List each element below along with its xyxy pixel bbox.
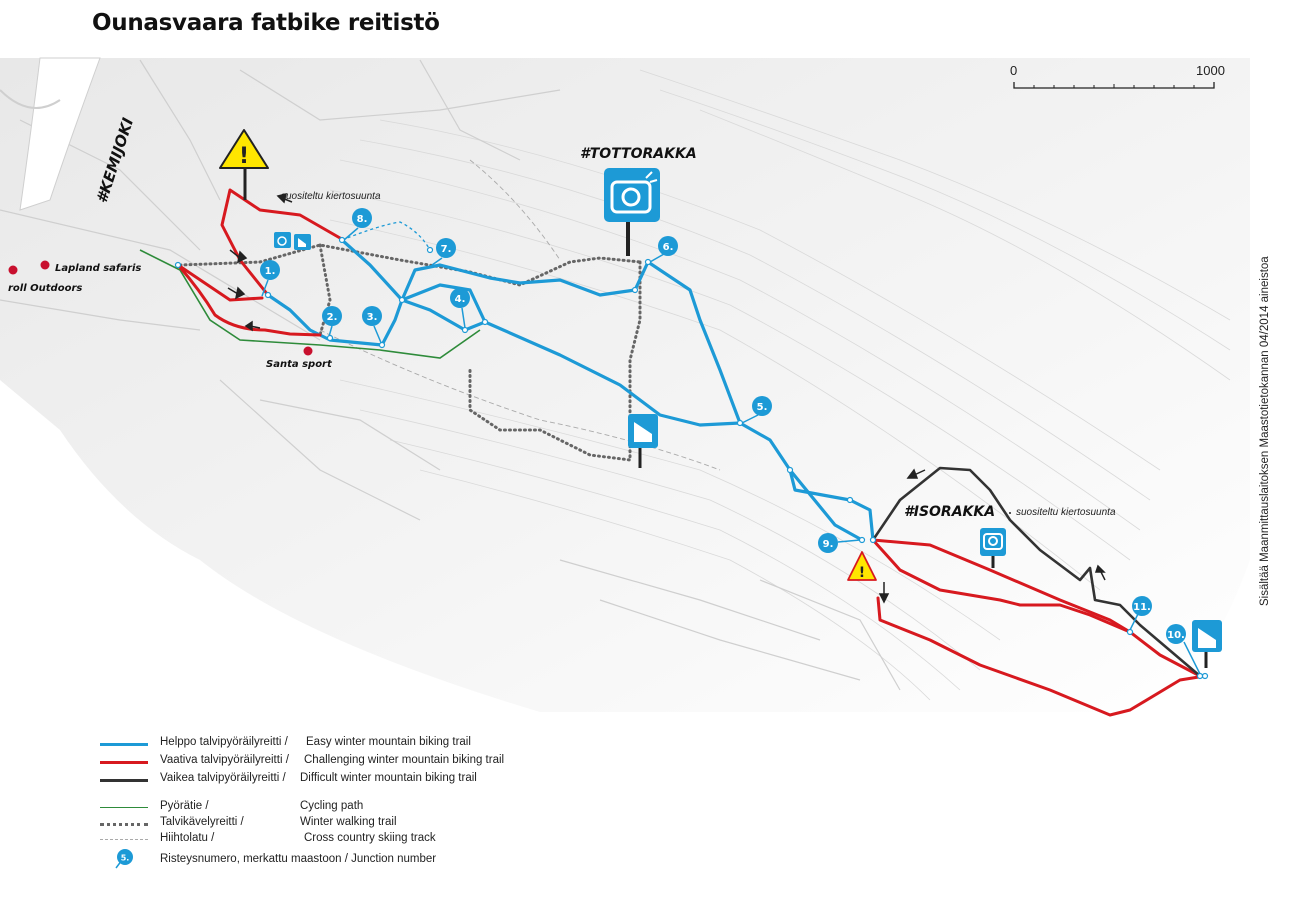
scale-max: 1000	[1196, 63, 1225, 78]
svg-text:1.: 1.	[265, 266, 276, 277]
warning-icon: !	[219, 129, 269, 200]
roll-outdoors-label: roll Outdoors	[8, 283, 82, 294]
legend-cycling-fi: Pyörätie /	[160, 800, 209, 812]
legend-swatch-cycling	[100, 807, 148, 808]
cycling-path	[139, 249, 481, 359]
svg-text:6.: 6.	[663, 242, 674, 253]
ski-dashed-blue	[341, 221, 431, 251]
legend-skiing-fi: Hiihtolatu /	[160, 832, 215, 844]
junction-4: 4.	[450, 288, 470, 329]
santa-sport-label: Santa sport	[266, 359, 333, 370]
legend-swatch-difficult	[100, 779, 148, 782]
svg-text:11.: 11.	[1133, 602, 1151, 613]
svg-text:10.: 10.	[1167, 630, 1185, 641]
svg-text:!: !	[859, 565, 865, 581]
junction-3: 3.	[362, 306, 383, 346]
legend-junction-text: Risteysnumero, merkattu maastoon / Junct…	[160, 853, 437, 865]
junction-5: 5.	[741, 396, 772, 424]
challenging-trails	[176, 188, 1207, 717]
svg-text:8.: 8.	[357, 214, 368, 225]
svg-text:5.: 5.	[121, 854, 130, 863]
legend-difficult-fi: Vaikea talvipyöräilyreitti /	[160, 772, 286, 784]
legend-walking-fi: Talvikävelyreitti /	[160, 816, 244, 828]
legend-easy-fi: Helppo talvipyöräilyreitti /	[160, 736, 288, 748]
viewpoint-sign-icon-3	[1192, 620, 1222, 668]
isorakka-label: #ISORAKKA	[904, 504, 995, 520]
viewpoint-sign-icon	[294, 234, 311, 250]
junction-markers: 1. 2. 3. 4. 5. 6. 7. 8. 9. 10. 11.	[174, 208, 1209, 680]
legend: Helppo talvipyöräilyreitti / Easy winter…	[100, 736, 620, 876]
svg-text:!: !	[239, 144, 249, 169]
data-credit: Sisältää Maanmittauslaitoksen Maastotiet…	[1259, 256, 1271, 606]
direction-arrow-icon	[227, 192, 1106, 604]
direction-label-2: suositeltu kiertosuunta	[1016, 507, 1116, 518]
legend-easy-en: Easy winter mountain biking trail	[306, 736, 471, 748]
camera-icon-small	[274, 232, 291, 248]
difficult-trail	[871, 466, 1201, 677]
legend-swatch-skiing	[100, 839, 148, 840]
legend-cycling-en: Cycling path	[300, 800, 364, 812]
easy-trails	[266, 238, 875, 542]
warning-icon-2: !	[847, 551, 877, 581]
poi-dot-icon	[8, 260, 313, 356]
junction-11: 11.	[1129, 596, 1152, 631]
legend-swatch-challenging	[100, 761, 148, 764]
junction-1: 1.	[260, 260, 280, 297]
tottorakka-label: #TOTTORAKKA	[580, 146, 697, 162]
legend-swatch-walking	[100, 823, 148, 826]
svg-text:7.: 7.	[441, 244, 452, 255]
svg-text:4.: 4.	[455, 294, 466, 305]
viewpoint-sign-icon-2	[628, 414, 658, 468]
junction-9: 9.	[818, 533, 861, 553]
legend-swatch-easy	[100, 743, 148, 746]
junction-6: 6.	[649, 236, 678, 263]
scale-bar: 0 1000	[1010, 63, 1225, 89]
legend-walking-en: Winter walking trail	[300, 816, 397, 828]
legend-skiing-en: Cross country skiing track	[304, 832, 436, 844]
junction-7: 7.	[431, 238, 456, 266]
svg-text:2.: 2.	[327, 312, 338, 323]
camera-icon-isorakka	[980, 528, 1006, 568]
legend-difficult-en: Difficult winter mountain biking trail	[300, 772, 477, 784]
skiing-tracks	[319, 159, 721, 471]
svg-text:5.: 5.	[757, 402, 768, 413]
map-title: Ounasvaara fatbike reitistö	[92, 10, 440, 36]
direction-label-1: suositeltu kiertosuunta	[281, 191, 381, 202]
junction-10: 10.	[1166, 624, 1201, 675]
legend-junction-icon: 5.	[115, 849, 133, 869]
svg-text:3.: 3.	[367, 312, 378, 323]
lapland-safaris-label: Lapland safaris	[55, 263, 141, 274]
scale-min: 0	[1010, 63, 1017, 78]
camera-icon	[604, 168, 660, 256]
svg-text:9.: 9.	[823, 539, 834, 550]
junction-8: 8.	[343, 208, 372, 241]
legend-challenging-en: Challenging winter mountain biking trail	[304, 754, 505, 766]
legend-challenging-fi: Vaativa talvipyöräilyreitti /	[160, 754, 289, 766]
